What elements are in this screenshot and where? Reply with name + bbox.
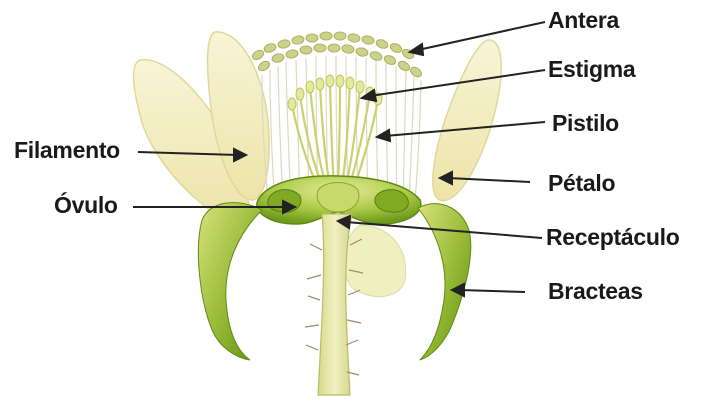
bract-right (418, 204, 471, 360)
label-ovulo: Óvulo (54, 194, 118, 217)
label-estigma: Estigma (548, 58, 635, 81)
arrow-bracteas (452, 284, 525, 296)
label-antera: Antera (548, 9, 619, 32)
ovary-center (317, 183, 359, 213)
petal-lower-back (344, 225, 406, 297)
label-petalo: Pétalo (548, 172, 615, 195)
ovule-right (375, 190, 408, 213)
label-receptaculo: Receptáculo (546, 226, 679, 249)
bract-left (198, 203, 262, 360)
stem (318, 214, 352, 395)
label-bracteas: Bracteas (548, 280, 643, 303)
anthers (251, 32, 423, 79)
label-filamento: Filamento (14, 139, 120, 162)
label-pistilo: Pistilo (552, 112, 619, 135)
